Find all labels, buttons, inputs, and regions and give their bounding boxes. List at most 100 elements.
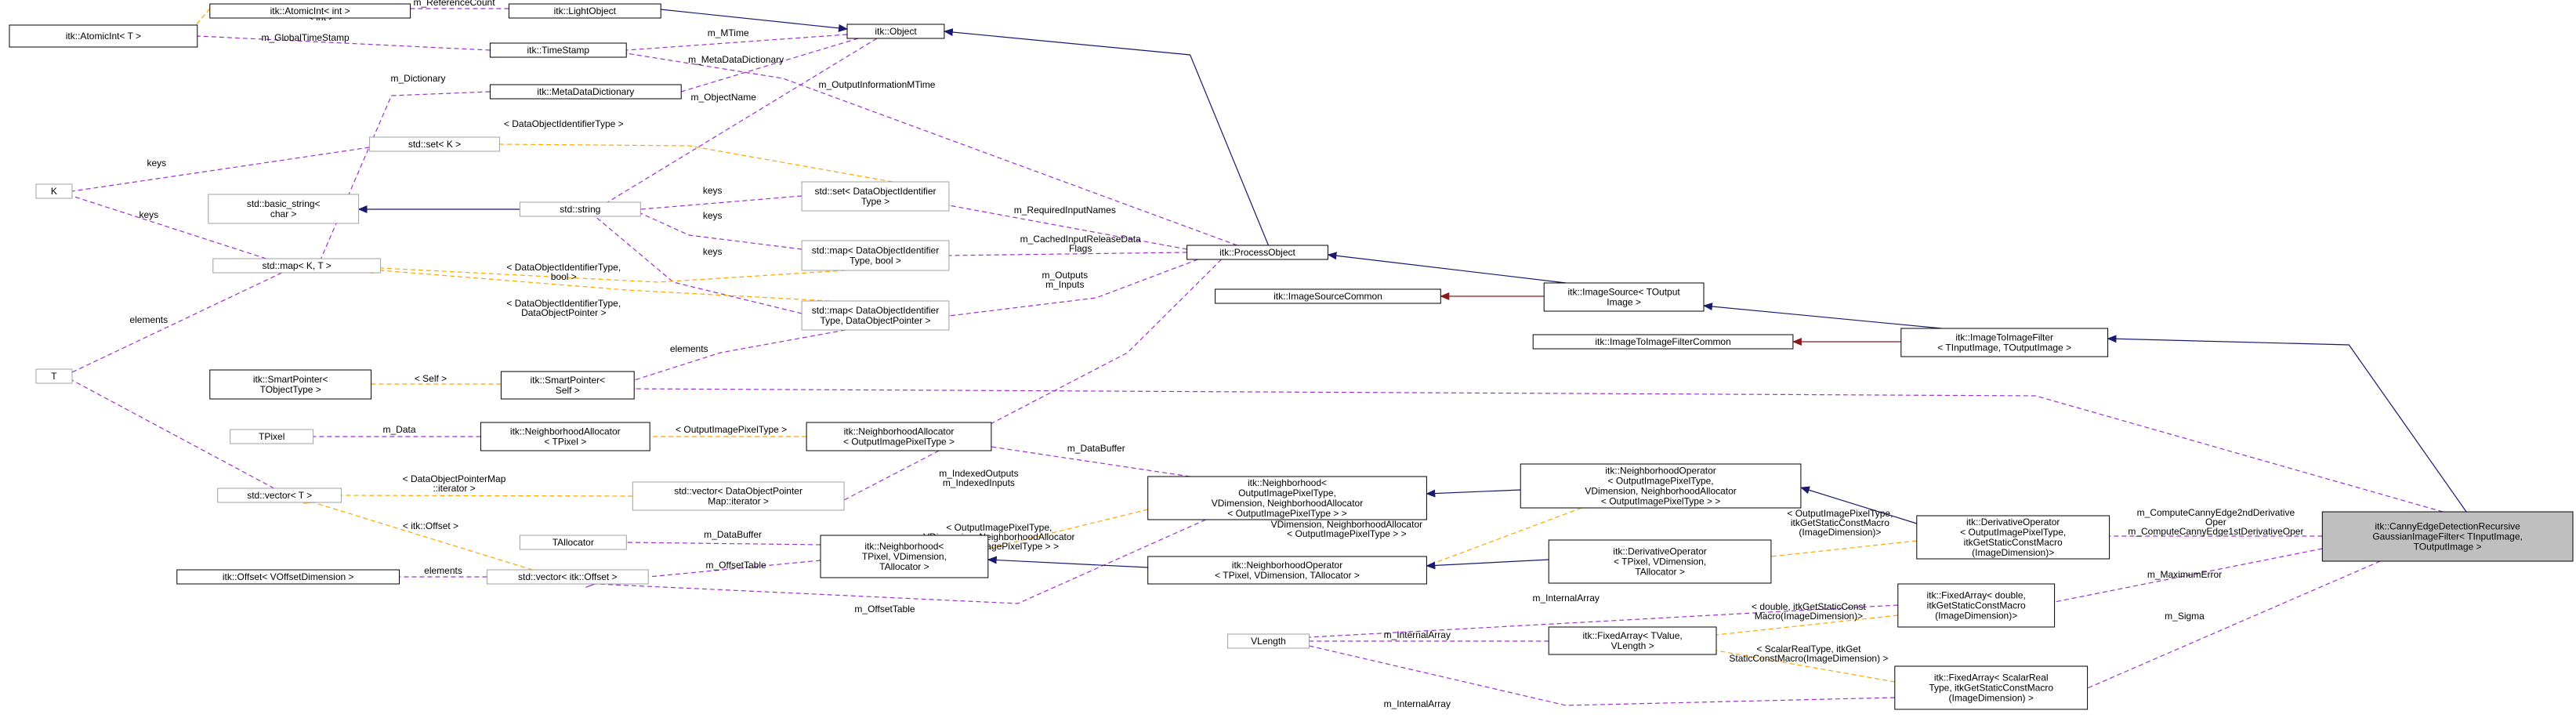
class-node-label-line: Type, itkGetStaticConstMacro: [1929, 683, 2053, 694]
class-node-label-line: < TPixel, VDimension,: [1614, 556, 1706, 567]
class-node-T[interactable]: T: [35, 368, 73, 384]
edge-nop_T-to-neighborhood_T: [987, 556, 1148, 568]
class-node-box: [1147, 556, 1427, 585]
edge-label-line: m_OffsetTable: [706, 560, 766, 571]
class-node-label-line: itk::AtomicInt< int >: [270, 5, 350, 16]
class-node-box: [9, 24, 198, 48]
class-node-dop_T[interactable]: itk::DerivativeOperator< TPixel, VDimens…: [1548, 539, 1772, 584]
class-node-box: [1543, 282, 1705, 312]
class-node-label: std::map< K, T >: [263, 260, 332, 271]
class-node-label: T: [51, 371, 57, 382]
class-node-dop_out[interactable]: itk::DerivativeOperator< OutputImagePixe…: [1916, 515, 2110, 560]
class-node-label: itk::Neighborhood<OutputImagePixelType,V…: [1212, 477, 1363, 519]
class-node-label-line: K: [51, 186, 57, 197]
class-node-label-line: itk::SmartPointer<: [530, 375, 605, 386]
class-node-smartptr_self[interactable]: itk::SmartPointer<Self >: [500, 371, 635, 400]
edge-timestamp-to-atomicint_T: [197, 36, 491, 51]
class-node-label: itk::NeighborhoodOperator< OutputImagePi…: [1585, 466, 1736, 507]
edge-stdvector_T-to-T: [72, 380, 274, 489]
class-node-vector_offset[interactable]: std::vector< itk::Offset >: [486, 569, 649, 585]
class-node-label-line: itk::TimeStamp: [527, 45, 590, 56]
class-node-label: itk::Neighborhood<TPixel, VDimension,TAl…: [862, 541, 947, 572]
class-node-label-line: Map::iterator >: [708, 496, 769, 507]
class-node-map_KT[interactable]: std::map< K, T >: [212, 258, 382, 274]
class-node-nalloc_TPixel[interactable]: itk::NeighborhoodAllocator< TPixel >: [480, 422, 650, 451]
class-node-box: [1520, 463, 1802, 509]
class-node-nop_out[interactable]: itk::NeighborhoodOperator< OutputImagePi…: [1520, 463, 1802, 509]
class-node-atomicint_int[interactable]: itk::AtomicInt< int >: [209, 3, 411, 19]
class-node-box: [1227, 633, 1310, 649]
class-node-processobject[interactable]: itk::ProcessObject: [1187, 245, 1328, 260]
class-node-metadatadictionary[interactable]: itk::MetaDataDictionary: [489, 84, 682, 100]
edge-processobject-to-timestamp: [626, 53, 1237, 246]
edge-label-line: m_ComputeCannyEdge1stDerivativeOper: [2128, 526, 2303, 537]
class-node-label-line: TPixel, VDimension,: [862, 551, 947, 562]
class-node-imagesourcecommon[interactable]: itk::ImageSourceCommon: [1215, 288, 1441, 304]
class-node-lightobject[interactable]: itk::LightObject: [508, 3, 661, 19]
class-node-nop_T[interactable]: itk::NeighborhoodOperator< TPixel, VDime…: [1147, 556, 1427, 585]
edge-neighborhood_out-to-nalloc_out: [991, 447, 1190, 477]
edge-label-line: m_OutputInformationMTime: [819, 79, 936, 90]
class-node-box: [489, 84, 682, 100]
edge-label-line: < Self >: [415, 373, 447, 384]
edge-lightobject-to-object: [661, 9, 848, 32]
edge-label-line: < DataObjectIdentifierType >: [504, 118, 624, 129]
edge-i2if-to-imagesource: [1703, 303, 1942, 329]
class-node-box: [508, 3, 661, 19]
class-node-stdvector_T[interactable]: std::vector< T >: [217, 488, 342, 503]
class-node-K[interactable]: K: [35, 183, 73, 199]
class-node-box: [1897, 583, 2056, 628]
class-node-fixedarray_double[interactable]: itk::FixedArray< double,itkGetStaticCons…: [1897, 583, 2056, 628]
class-node-TPixel[interactable]: TPixel: [230, 429, 314, 444]
class-node-stdset_K[interactable]: std::set< K >: [369, 136, 500, 152]
class-node-label-line: Self >: [556, 385, 580, 396]
class-node-stdstring[interactable]: std::string: [519, 201, 641, 217]
class-node-i2ifcommon[interactable]: itk::ImageToImageFilterCommon: [1532, 334, 1794, 350]
class-node-timestamp[interactable]: itk::TimeStamp: [489, 42, 627, 58]
class-node-label: itk::TimeStamp: [527, 45, 590, 56]
class-node-label-line: char >: [270, 208, 297, 219]
class-node-smartptr_T[interactable]: itk::SmartPointer<TObjectType >: [209, 369, 372, 400]
edge-label-line: < double, itkGetStaticConst: [1752, 601, 1866, 612]
class-node-box: [801, 181, 950, 212]
class-node-label-line: itk::ImageSourceCommon: [1274, 291, 1382, 302]
class-node-label: itk::AtomicInt< int >: [270, 5, 350, 16]
class-node-label-line: TAllocator >: [1635, 567, 1684, 578]
class-node-VLength[interactable]: VLength: [1227, 633, 1310, 649]
edge-label-sigma: m_Sigma: [2165, 611, 2205, 622]
class-node-neighborhood_out[interactable]: itk::Neighborhood<OutputImagePixelType,V…: [1147, 476, 1427, 520]
class-node-label: itk::DerivativeOperator< OutputImagePixe…: [1960, 517, 2066, 558]
class-node-object[interactable]: itk::Object: [846, 24, 945, 39]
class-node-label-line: < TInputImage, TOutputImage >: [1937, 343, 2071, 353]
class-node-atomicint_T[interactable]: itk::AtomicInt< T >: [9, 24, 198, 48]
class-node-fixedarray_T[interactable]: itk::FixedArray< TValue,VLength >: [1548, 626, 1717, 655]
class-node-box: [1894, 665, 2089, 710]
edge-label-line: m_Sigma: [2165, 611, 2205, 622]
class-node-neighborhood_T[interactable]: itk::Neighborhood<TPixel, VDimension,TAl…: [820, 535, 989, 578]
class-node-box: [489, 42, 627, 58]
class-node-offset[interactable]: itk::Offset< VOffsetDimension >: [176, 569, 400, 585]
edge-metadatadictionary-to-map_KT: [321, 91, 491, 259]
edge-label-line: m_CachedInputReleaseData: [1020, 234, 1141, 245]
class-node-TAllocator[interactable]: TAllocator: [519, 535, 627, 550]
edge-label-offsettable2: m_OffsetTable: [854, 604, 915, 614]
class-node-label-line: itk::NeighborhoodOperator: [1605, 466, 1716, 477]
class-node-box: [1147, 476, 1427, 520]
edge-label-maxerror: m_MaximumError: [2147, 569, 2222, 580]
class-node-label: itk::AtomicInt< T >: [66, 31, 141, 42]
class-node-basic_string[interactable]: std::basic_string<char >: [208, 194, 360, 224]
class-node-label-line: itk::FixedArray< ScalarReal: [1934, 672, 2049, 683]
class-node-i2if[interactable]: itk::ImageToImageFilter< TInputImage, TO…: [1900, 328, 2109, 357]
class-node-nalloc_out[interactable]: itk::NeighborhoodAllocator< OutputImageP…: [806, 422, 992, 451]
